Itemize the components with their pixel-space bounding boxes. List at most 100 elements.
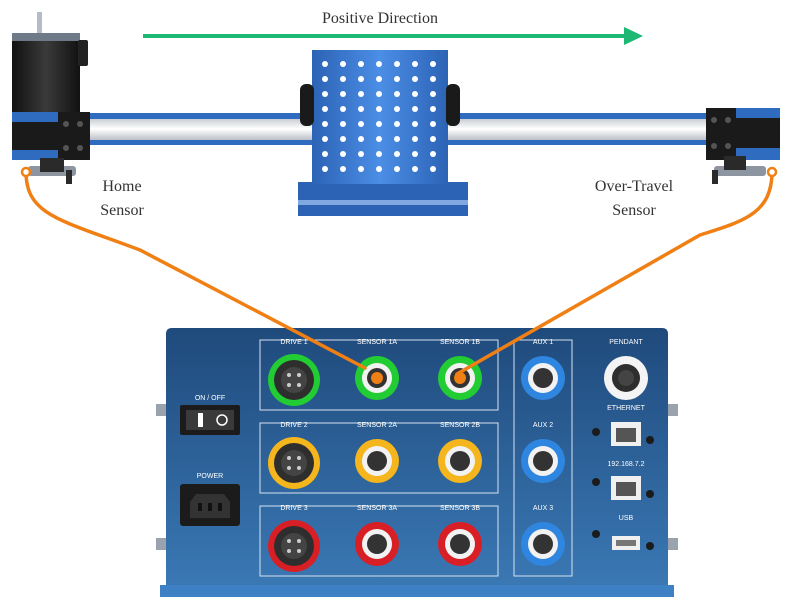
carriage-hole <box>430 121 436 127</box>
sensor2b-port[interactable] <box>438 439 482 483</box>
carriage-hole <box>340 106 346 112</box>
carriage-hole <box>376 106 382 112</box>
sensor1a-plug <box>371 372 383 384</box>
carriage-hole <box>358 136 364 142</box>
carriage-hole <box>322 76 328 82</box>
aux3-port[interactable] <box>521 522 565 566</box>
carriage-hole <box>376 151 382 157</box>
home-sensor-cable <box>24 170 367 370</box>
carriage-hole <box>412 151 418 157</box>
drive3-label: DRIVE 3 <box>280 505 307 512</box>
carriage-hole <box>430 61 436 67</box>
carriage-hole <box>394 166 400 172</box>
carriage-hole <box>322 106 328 112</box>
sensor3b-port[interactable] <box>438 522 482 566</box>
carriage-hole <box>412 91 418 97</box>
aux1-label: AUX 1 <box>533 339 553 346</box>
sensor3a-port[interactable] <box>355 522 399 566</box>
carriage-hole <box>322 166 328 172</box>
overtravel-sensor-cable-end <box>766 166 778 178</box>
carriage-hole <box>340 91 346 97</box>
carriage-hole <box>394 76 400 82</box>
aux2-port[interactable] <box>521 439 565 483</box>
drive3-port[interactable] <box>268 520 320 572</box>
ethernet-port-1[interactable] <box>592 422 654 446</box>
carriage-hole <box>340 76 346 82</box>
sensor2a-port[interactable] <box>355 439 399 483</box>
sensor2a-label: SENSOR 2A <box>357 422 397 429</box>
sensor3a-label: SENSOR 3A <box>357 505 397 512</box>
carriage-hole <box>376 121 382 127</box>
carriage-hole <box>430 106 436 112</box>
home-sensor-label-line2: Sensor <box>100 202 144 219</box>
carriage-hole <box>358 166 364 172</box>
carriage-hole <box>322 121 328 127</box>
carriage <box>298 50 468 216</box>
overtravel-sensor-device <box>712 156 766 184</box>
carriage-hole <box>394 121 400 127</box>
carriage-hole <box>340 151 346 157</box>
direction-label: Positive Direction <box>322 10 438 27</box>
home-sensor-device <box>28 158 76 184</box>
carriage-hole <box>430 151 436 157</box>
pendant-port[interactable] <box>604 356 648 400</box>
carriage-hole <box>412 121 418 127</box>
power-label: POWER <box>197 473 223 480</box>
controller-panel <box>156 328 678 597</box>
carriage-hole <box>394 106 400 112</box>
drive2-label: DRIVE 2 <box>280 422 307 429</box>
carriage-hole <box>340 61 346 67</box>
ethernet-port-2[interactable] <box>592 476 654 500</box>
carriage-hole <box>376 76 382 82</box>
carriage-hole <box>322 91 328 97</box>
carriage-hole <box>358 151 364 157</box>
carriage-hole <box>358 76 364 82</box>
carriage-hole <box>394 136 400 142</box>
carriage-hole <box>412 166 418 172</box>
aux3-label: AUX 3 <box>533 505 553 512</box>
stepper-motor <box>12 12 88 113</box>
carriage-hole <box>376 61 382 67</box>
sensor1b-label: SENSOR 1B <box>440 339 480 346</box>
carriage-hole <box>412 136 418 142</box>
power-switch[interactable] <box>180 405 240 435</box>
carriage-hole <box>394 151 400 157</box>
sensor1b-plug <box>454 372 466 384</box>
carriage-hole <box>412 61 418 67</box>
carriage-hole <box>358 106 364 112</box>
drive1-label: DRIVE 1 <box>280 339 307 346</box>
positive-direction-arrow <box>143 27 643 45</box>
right-end-block <box>706 108 780 160</box>
aux1-port[interactable] <box>521 356 565 400</box>
carriage-hole <box>430 76 436 82</box>
carriage-hole <box>412 76 418 82</box>
home-sensor-label-line1: Home <box>102 178 141 195</box>
sensor2b-label: SENSOR 2B <box>440 422 480 429</box>
usb-label: USB <box>619 515 634 522</box>
carriage-hole <box>340 121 346 127</box>
usb-port[interactable] <box>592 530 654 550</box>
carriage-hole <box>358 121 364 127</box>
carriage-hole <box>394 61 400 67</box>
carriage-hole <box>430 136 436 142</box>
carriage-hole <box>412 106 418 112</box>
carriage-hole <box>430 91 436 97</box>
carriage-hole <box>340 136 346 142</box>
carriage-hole <box>322 151 328 157</box>
carriage-hole <box>376 136 382 142</box>
carriage-hole <box>340 166 346 172</box>
left-end-block <box>12 112 90 160</box>
carriage-hole <box>322 61 328 67</box>
carriage-hole <box>394 91 400 97</box>
ethernet-label: ETHERNET <box>607 405 645 412</box>
power-inlet[interactable] <box>180 484 240 526</box>
drive2-port[interactable] <box>268 437 320 489</box>
sensor1a-label: SENSOR 1A <box>357 339 397 346</box>
sensor3b-label: SENSOR 3B <box>440 505 480 512</box>
drive1-port[interactable] <box>268 354 320 406</box>
overtravel-sensor-label-line1: Over-Travel <box>595 178 674 195</box>
carriage-hole <box>430 166 436 172</box>
carriage-hole <box>376 166 382 172</box>
carriage-hole <box>358 91 364 97</box>
